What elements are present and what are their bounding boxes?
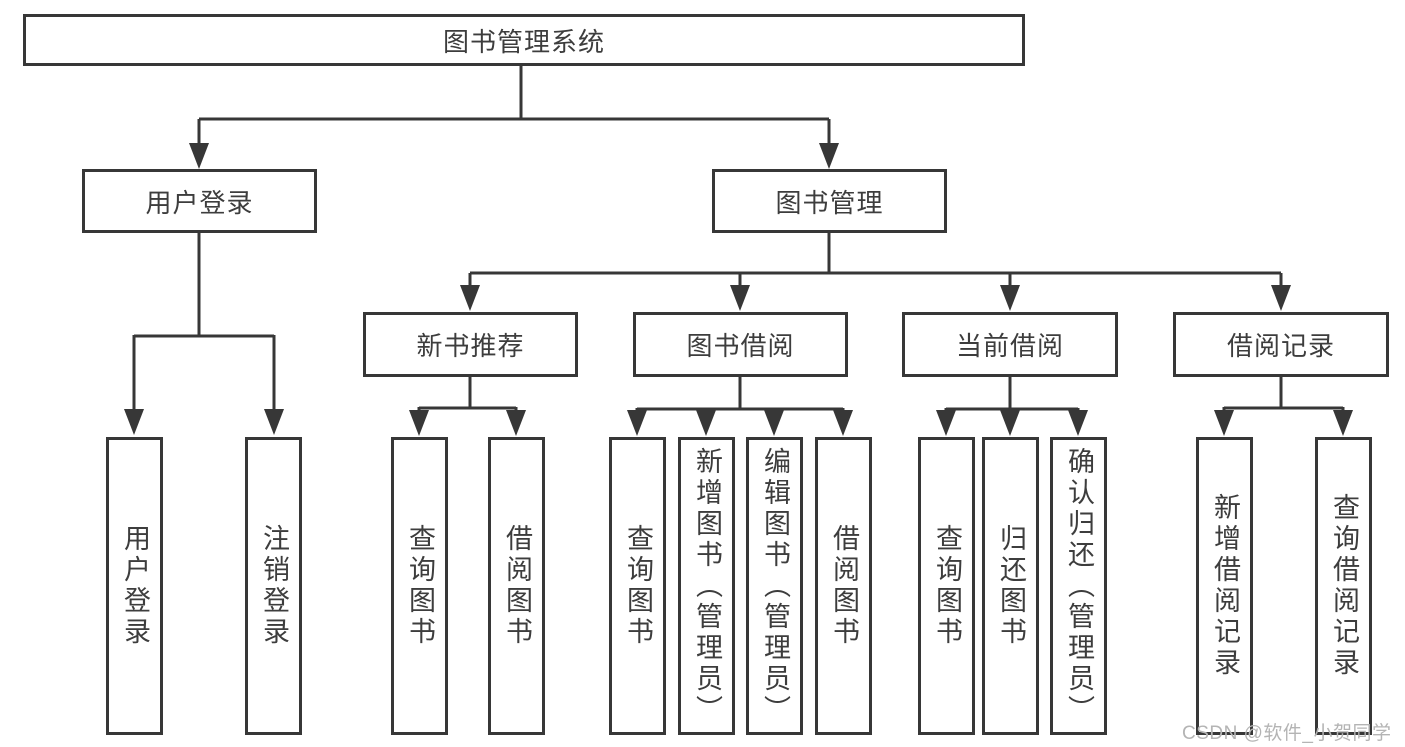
leaf-label: 查询图书 [623,524,653,648]
node-user-login: 用户登录 [82,169,317,233]
arrowhead-icon [1068,410,1088,436]
arrowhead-icon [936,410,956,436]
node-leaf-logout: 注销登录 [245,437,302,735]
leaf-label: 借阅图书 [502,524,532,648]
leaf-label: 注销登录 [259,524,289,648]
node-leaf-borrow-books: 借阅图书 [815,437,872,735]
leaf-label: 借阅图书 [829,524,859,648]
node-leaf-add-books-admin: 新增图书（管理员） [678,437,735,735]
leaf-label: 新增图书（管理员） [692,446,722,726]
leaf-label: 用户登录 [120,524,150,648]
leaf-label: 查询借阅记录 [1329,493,1359,679]
arrowhead-icon [264,409,284,435]
arrowhead-icon [627,410,647,436]
node-leaf-query-books-borrowing: 查询图书 [609,437,666,735]
leaf-label: 编辑图书（管理员） [760,446,790,726]
arrowhead-icon [1214,410,1234,436]
csdn-watermark: CSDN @软件_小贺同学 [1182,723,1392,744]
arrowhead-icon [1271,285,1291,311]
node-book-management: 图书管理 [712,169,947,233]
leaf-label: 新增借阅记录 [1210,493,1240,679]
leaf-label: 确认归还（管理员） [1064,446,1094,726]
arrowhead-icon [1333,410,1353,436]
node-leaf-query-books-recommend: 查询图书 [391,437,448,735]
node-leaf-query-books-current: 查询图书 [918,437,975,735]
node-leaf-edit-books-admin: 编辑图书（管理员） [746,437,803,735]
arrowhead-icon [730,285,750,311]
arrowhead-icon [696,410,716,436]
node-leaf-user-login: 用户登录 [106,437,163,735]
leaf-label: 查询图书 [405,524,435,648]
arrowhead-icon [833,410,853,436]
node-leaf-confirm-return-admin: 确认归还（管理员） [1050,437,1107,735]
node-root-system: 图书管理系统 [23,14,1025,66]
node-borrowing-records: 借阅记录 [1173,312,1389,377]
node-book-borrowing: 图书借阅 [633,312,848,377]
arrowhead-icon [506,410,526,436]
node-leaf-borrow-books-recommend: 借阅图书 [488,437,545,735]
arrowhead-icon [764,410,784,436]
node-new-book-recommendation: 新书推荐 [363,312,578,377]
leaf-label: 归还图书 [996,524,1026,648]
arrowheads [124,143,1353,436]
arrowhead-icon [1000,410,1020,436]
node-leaf-query-borrow-record: 查询借阅记录 [1315,437,1372,735]
arrowhead-icon [189,143,209,169]
node-leaf-return-books: 归还图书 [982,437,1039,735]
arrowhead-icon [124,409,144,435]
node-leaf-add-borrow-record: 新增借阅记录 [1196,437,1253,735]
leaf-label: 查询图书 [932,524,962,648]
arrowhead-icon [819,143,839,169]
arrowhead-icon [409,410,429,436]
node-current-borrowing: 当前借阅 [902,312,1118,377]
arrowhead-icon [1000,285,1020,311]
arrowhead-icon [460,285,480,311]
